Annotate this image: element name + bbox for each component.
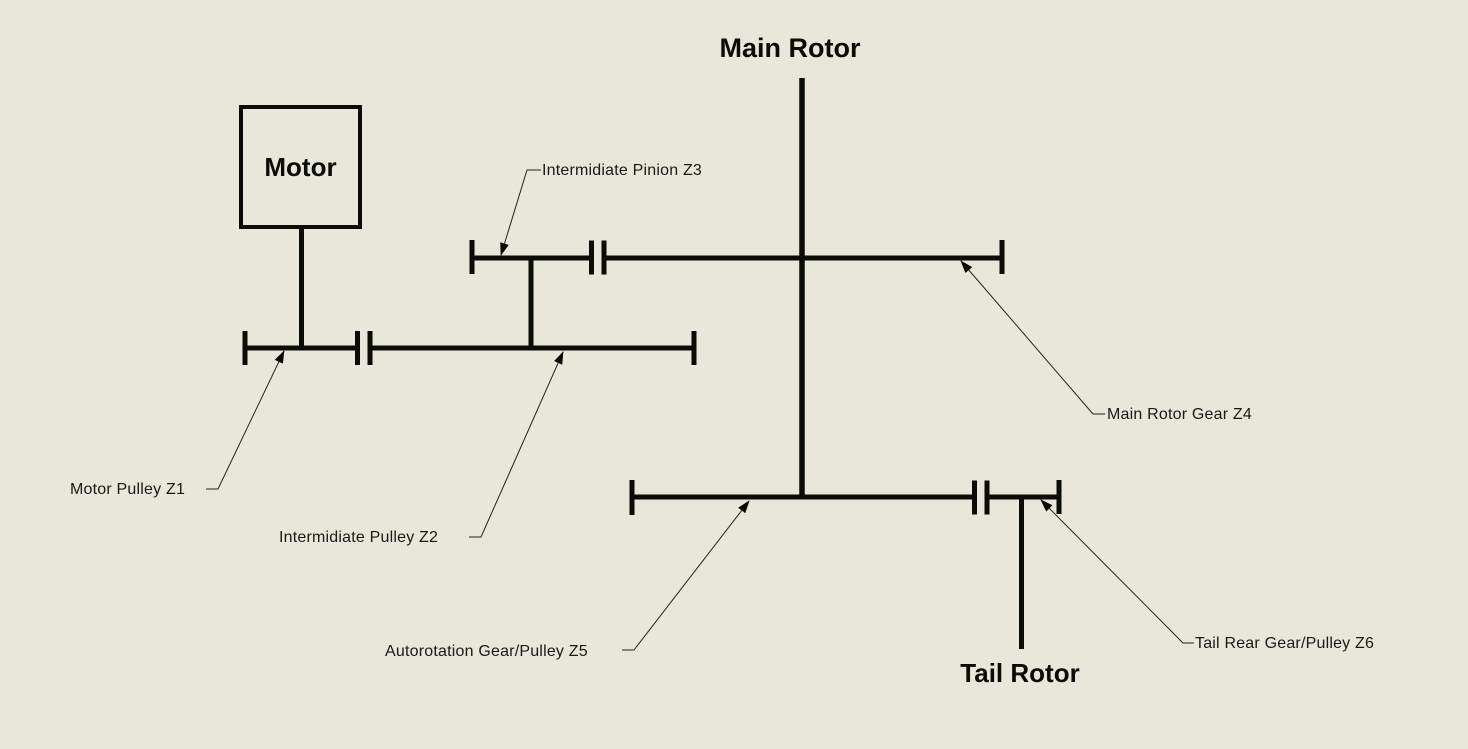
tail-rotor-title: Tail Rotor (960, 658, 1080, 688)
callout-label-z6-tail-rear-gear: Tail Rear Gear/Pulley Z6 (1195, 635, 1375, 652)
callout-label-z2-intermediate-pulley: Intermidiate Pulley Z2 (279, 529, 439, 546)
leader-z6-tail-rear-gear (1040, 499, 1194, 644)
leader-z4-main-rotor-gear (960, 260, 1105, 415)
callout-label-z1-motor-pulley: Motor Pulley Z1 (70, 481, 186, 498)
callout-label-z5-autorotation-gear: Autorotation Gear/Pulley Z5 (385, 643, 588, 660)
motor-label: Motor (264, 151, 337, 182)
leader-z2-intermediate-pulley (469, 351, 564, 538)
intermediate-pinion-shaft (469, 240, 1005, 275)
main-rotor-title: Main Rotor (719, 33, 861, 63)
callout-label-z3-intermediate-pinion: Intermidiate Pinion Z3 (542, 162, 703, 179)
motor-block: Motor (239, 105, 362, 229)
leader-z5-autorotation-gear (622, 500, 750, 651)
callout-label-z4-main-rotor-gear: Main Rotor Gear Z4 (1107, 406, 1252, 423)
autorotation-tail-shaft (629, 480, 1062, 515)
leader-z3-intermediate-pinion (500, 169, 541, 256)
leader-z1-motor-pulley (206, 350, 285, 490)
motor-pulley-shaft (242, 331, 697, 365)
callout-leaders (206, 169, 1194, 651)
